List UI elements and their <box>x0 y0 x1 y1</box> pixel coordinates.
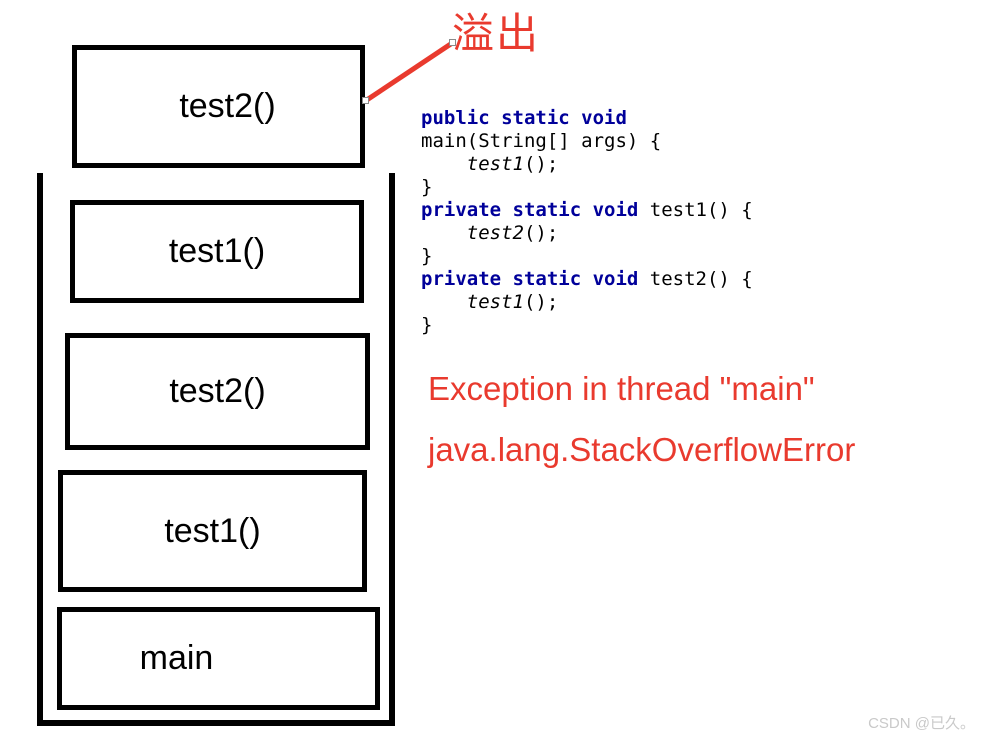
code-token <box>421 153 467 175</box>
code-token: (); <box>523 291 559 313</box>
code-token: } <box>421 314 433 336</box>
code-token: test1() { <box>638 199 753 221</box>
code-token: test1 <box>466 153 524 175</box>
exception-line-1: Exception in thread "main" <box>428 370 815 407</box>
code-token: } <box>421 245 433 267</box>
code-token: test1 <box>466 291 524 313</box>
code-line: public static void <box>421 107 753 130</box>
code-line: } <box>421 176 753 199</box>
code-line: } <box>421 314 753 337</box>
stack-frame: test1() <box>70 200 364 303</box>
code-token: } <box>421 176 433 198</box>
code-line: private static void test1() { <box>421 199 753 222</box>
code-line: private static void test2() { <box>421 268 753 291</box>
exception-message: Exception in thread "main" java.lang.Sta… <box>428 358 855 480</box>
code-token: test2() { <box>638 268 753 290</box>
overflow-arrow-line <box>364 40 455 103</box>
code-token: main(String[] args) { <box>421 130 662 152</box>
arrow-endpoint-handle <box>362 97 369 104</box>
stack-frame-label: test1() <box>168 232 266 270</box>
code-token: public static void <box>421 107 627 129</box>
stack-frame-label: test1() <box>164 511 261 550</box>
stack-frame-label: test2() <box>169 372 266 410</box>
stack-frame-label: test2() <box>179 87 276 125</box>
code-token: private static void <box>421 199 639 221</box>
code-token: test2 <box>466 222 524 244</box>
stack-frame: main <box>57 607 380 710</box>
arrow-endpoint-handle <box>449 39 456 46</box>
stack-container-outline <box>37 173 395 726</box>
code-token <box>421 291 467 313</box>
overflow-text-label: 溢出 <box>452 10 541 57</box>
code-line: test1(); <box>421 153 753 176</box>
stack-frame-label: main <box>139 639 214 677</box>
code-token: (); <box>523 153 559 175</box>
code-token: (); <box>523 222 559 244</box>
code-line: main(String[] args) { <box>421 130 753 153</box>
exception-line-2: java.lang.StackOverflowError <box>428 431 856 468</box>
code-line: } <box>421 245 753 268</box>
stack-frame-overflow: test2() <box>72 45 365 168</box>
code-token <box>421 222 467 244</box>
stack-frame: test2() <box>65 333 370 450</box>
code-token: private static void <box>421 268 639 290</box>
code-line: test2(); <box>421 222 753 245</box>
csdn-watermark: CSDN @已久。 <box>868 715 975 732</box>
code-line: test1(); <box>421 291 753 314</box>
stack-frame: test1() <box>58 470 367 592</box>
